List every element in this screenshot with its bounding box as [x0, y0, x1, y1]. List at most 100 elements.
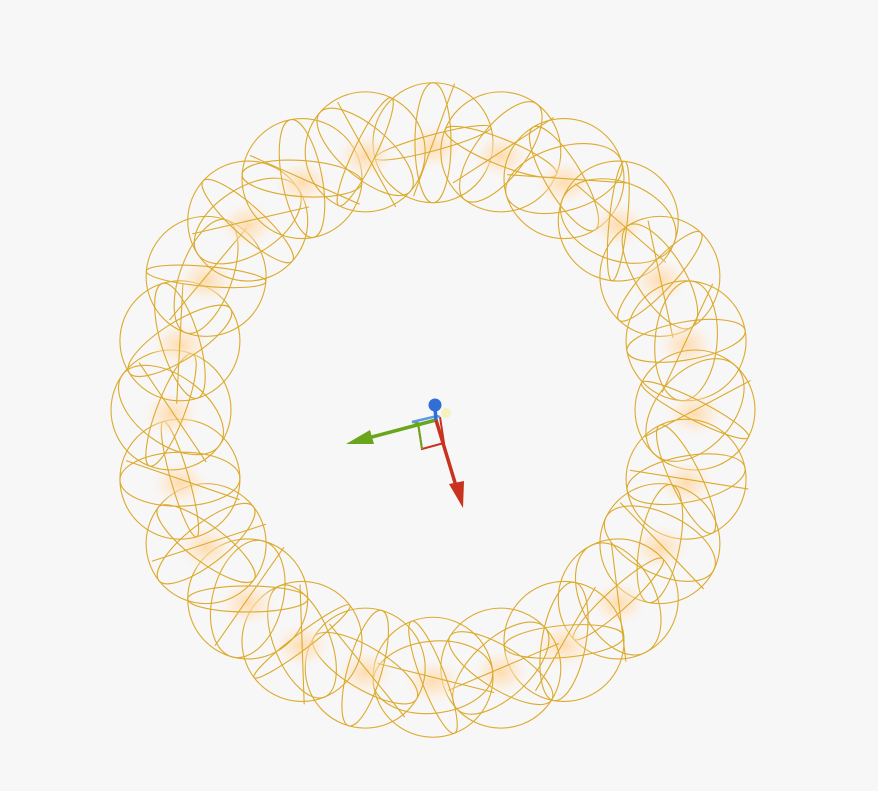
particle-wire-axis: [507, 174, 627, 184]
particle-wire-equator: [617, 230, 703, 322]
particle-wire-meridian: [241, 159, 363, 198]
particle-wire-equator: [201, 178, 294, 264]
particle-sphere: [119, 418, 241, 540]
particle-wire-outline: [145, 215, 267, 337]
particle-wire-axis: [574, 183, 667, 263]
particle-wire-equator: [336, 97, 394, 207]
particle-sphere: [440, 607, 562, 729]
particle-wire-equator: [145, 264, 267, 289]
particle-wire-equator: [341, 609, 389, 727]
particle-glow: [141, 390, 201, 438]
particle-glow: [217, 578, 278, 627]
particle-wire-axis: [249, 154, 360, 205]
particle-glow: [470, 648, 531, 697]
particle-sphere: [241, 580, 363, 705]
particle-wire-equator: [626, 318, 746, 363]
particle-sphere: [372, 82, 494, 204]
particle-glow: [629, 256, 690, 305]
particle-wire-meridian: [414, 82, 452, 204]
particle-sphere: [304, 91, 426, 213]
particle-glow: [149, 459, 210, 508]
x-axis-handle[interactable]: [434, 419, 458, 487]
y-axis-handle[interactable]: [367, 418, 437, 440]
particle-sphere: [440, 91, 562, 213]
particle-glow: [588, 201, 649, 250]
particle-wire-axis: [138, 362, 207, 463]
particle-wire-meridian: [603, 505, 716, 582]
particle-wire-outline: [503, 580, 625, 702]
particle-wire-equator: [606, 160, 630, 282]
particle-wire-axis: [176, 283, 184, 404]
particle-wire-axis: [629, 469, 749, 490]
particle-wire-outline: [440, 91, 562, 213]
particle-sphere: [634, 349, 756, 471]
particle-wire-equator: [408, 620, 458, 734]
transform-gizmo[interactable]: [346, 398, 464, 509]
particle-wire-equator: [636, 484, 684, 604]
particle-glow: [335, 131, 396, 180]
particle-wire-axis: [328, 623, 406, 718]
z-axis-knob[interactable]: [428, 398, 442, 412]
y-axis-arrowhead[interactable]: [346, 430, 374, 444]
particle-wire-meridian: [316, 107, 414, 197]
particle-wire-meridian: [574, 542, 662, 656]
particle-wire-equator: [156, 504, 256, 584]
particle-wire-equator: [503, 624, 625, 659]
particle-wire-axis: [661, 283, 714, 393]
particle-wire-axis: [192, 206, 310, 235]
particle-wire-axis: [299, 584, 305, 705]
particle-wire-equator: [655, 424, 717, 535]
particle-wire-outline: [304, 91, 426, 213]
particle-wire-axis: [412, 83, 456, 197]
particle-wire-axis: [535, 586, 596, 692]
particle-glow: [217, 201, 278, 250]
particle-glow: [534, 621, 594, 670]
x-axis-arrowhead[interactable]: [449, 481, 464, 508]
particle-wire-axis: [151, 523, 267, 562]
particle-sphere: [241, 118, 363, 240]
particle-wire-outline: [557, 160, 679, 282]
particle-wire-axis: [452, 117, 554, 184]
particle-wire-meridian: [209, 539, 286, 659]
particle-wire-axis: [619, 502, 705, 590]
particle-wire-axis: [337, 101, 397, 208]
particle-wire-equator: [278, 118, 326, 239]
particle-wire-outline: [503, 118, 625, 240]
particle-wire-outline: [599, 483, 721, 605]
particle-glow: [656, 320, 717, 369]
particle-wire-axis: [377, 662, 495, 694]
particle-wire-meridian: [626, 453, 746, 506]
particle-wire-outline: [557, 538, 679, 660]
particle-sphere: [557, 160, 679, 282]
particle-wire-meridian: [539, 581, 589, 702]
particle-wire-axis: [644, 379, 751, 438]
particle-wire-outline: [241, 580, 363, 702]
particle-wire-outline: [187, 160, 309, 282]
particle-wire-meridian: [505, 143, 623, 215]
particle-glow: [403, 122, 463, 171]
particle-wire-axis: [214, 547, 285, 646]
particle-glow: [656, 459, 717, 508]
particle-wire-axis: [448, 643, 560, 691]
particle-wire-equator: [187, 585, 309, 613]
particle-sphere: [599, 483, 721, 605]
particle-wire-meridian: [117, 364, 225, 456]
particle-sphere: [187, 538, 309, 660]
particle-wire-meridian: [458, 101, 543, 203]
particle-wire-axis: [125, 460, 240, 501]
particle-wire-axis: [647, 220, 674, 339]
particle-ring: [110, 82, 756, 738]
particle-sphere: [503, 580, 625, 702]
gizmo-center-handle[interactable]: [441, 408, 451, 418]
particle-glow: [534, 158, 594, 207]
particle-wire-meridian: [559, 178, 677, 264]
particle-wire-meridian: [154, 282, 206, 400]
particle-sphere: [145, 483, 267, 605]
particle-sphere: [304, 607, 426, 729]
particle-wire-equator: [253, 604, 351, 679]
particle-wire-meridian: [156, 502, 256, 585]
particle-glow: [176, 523, 237, 572]
particle-sphere: [145, 215, 267, 337]
